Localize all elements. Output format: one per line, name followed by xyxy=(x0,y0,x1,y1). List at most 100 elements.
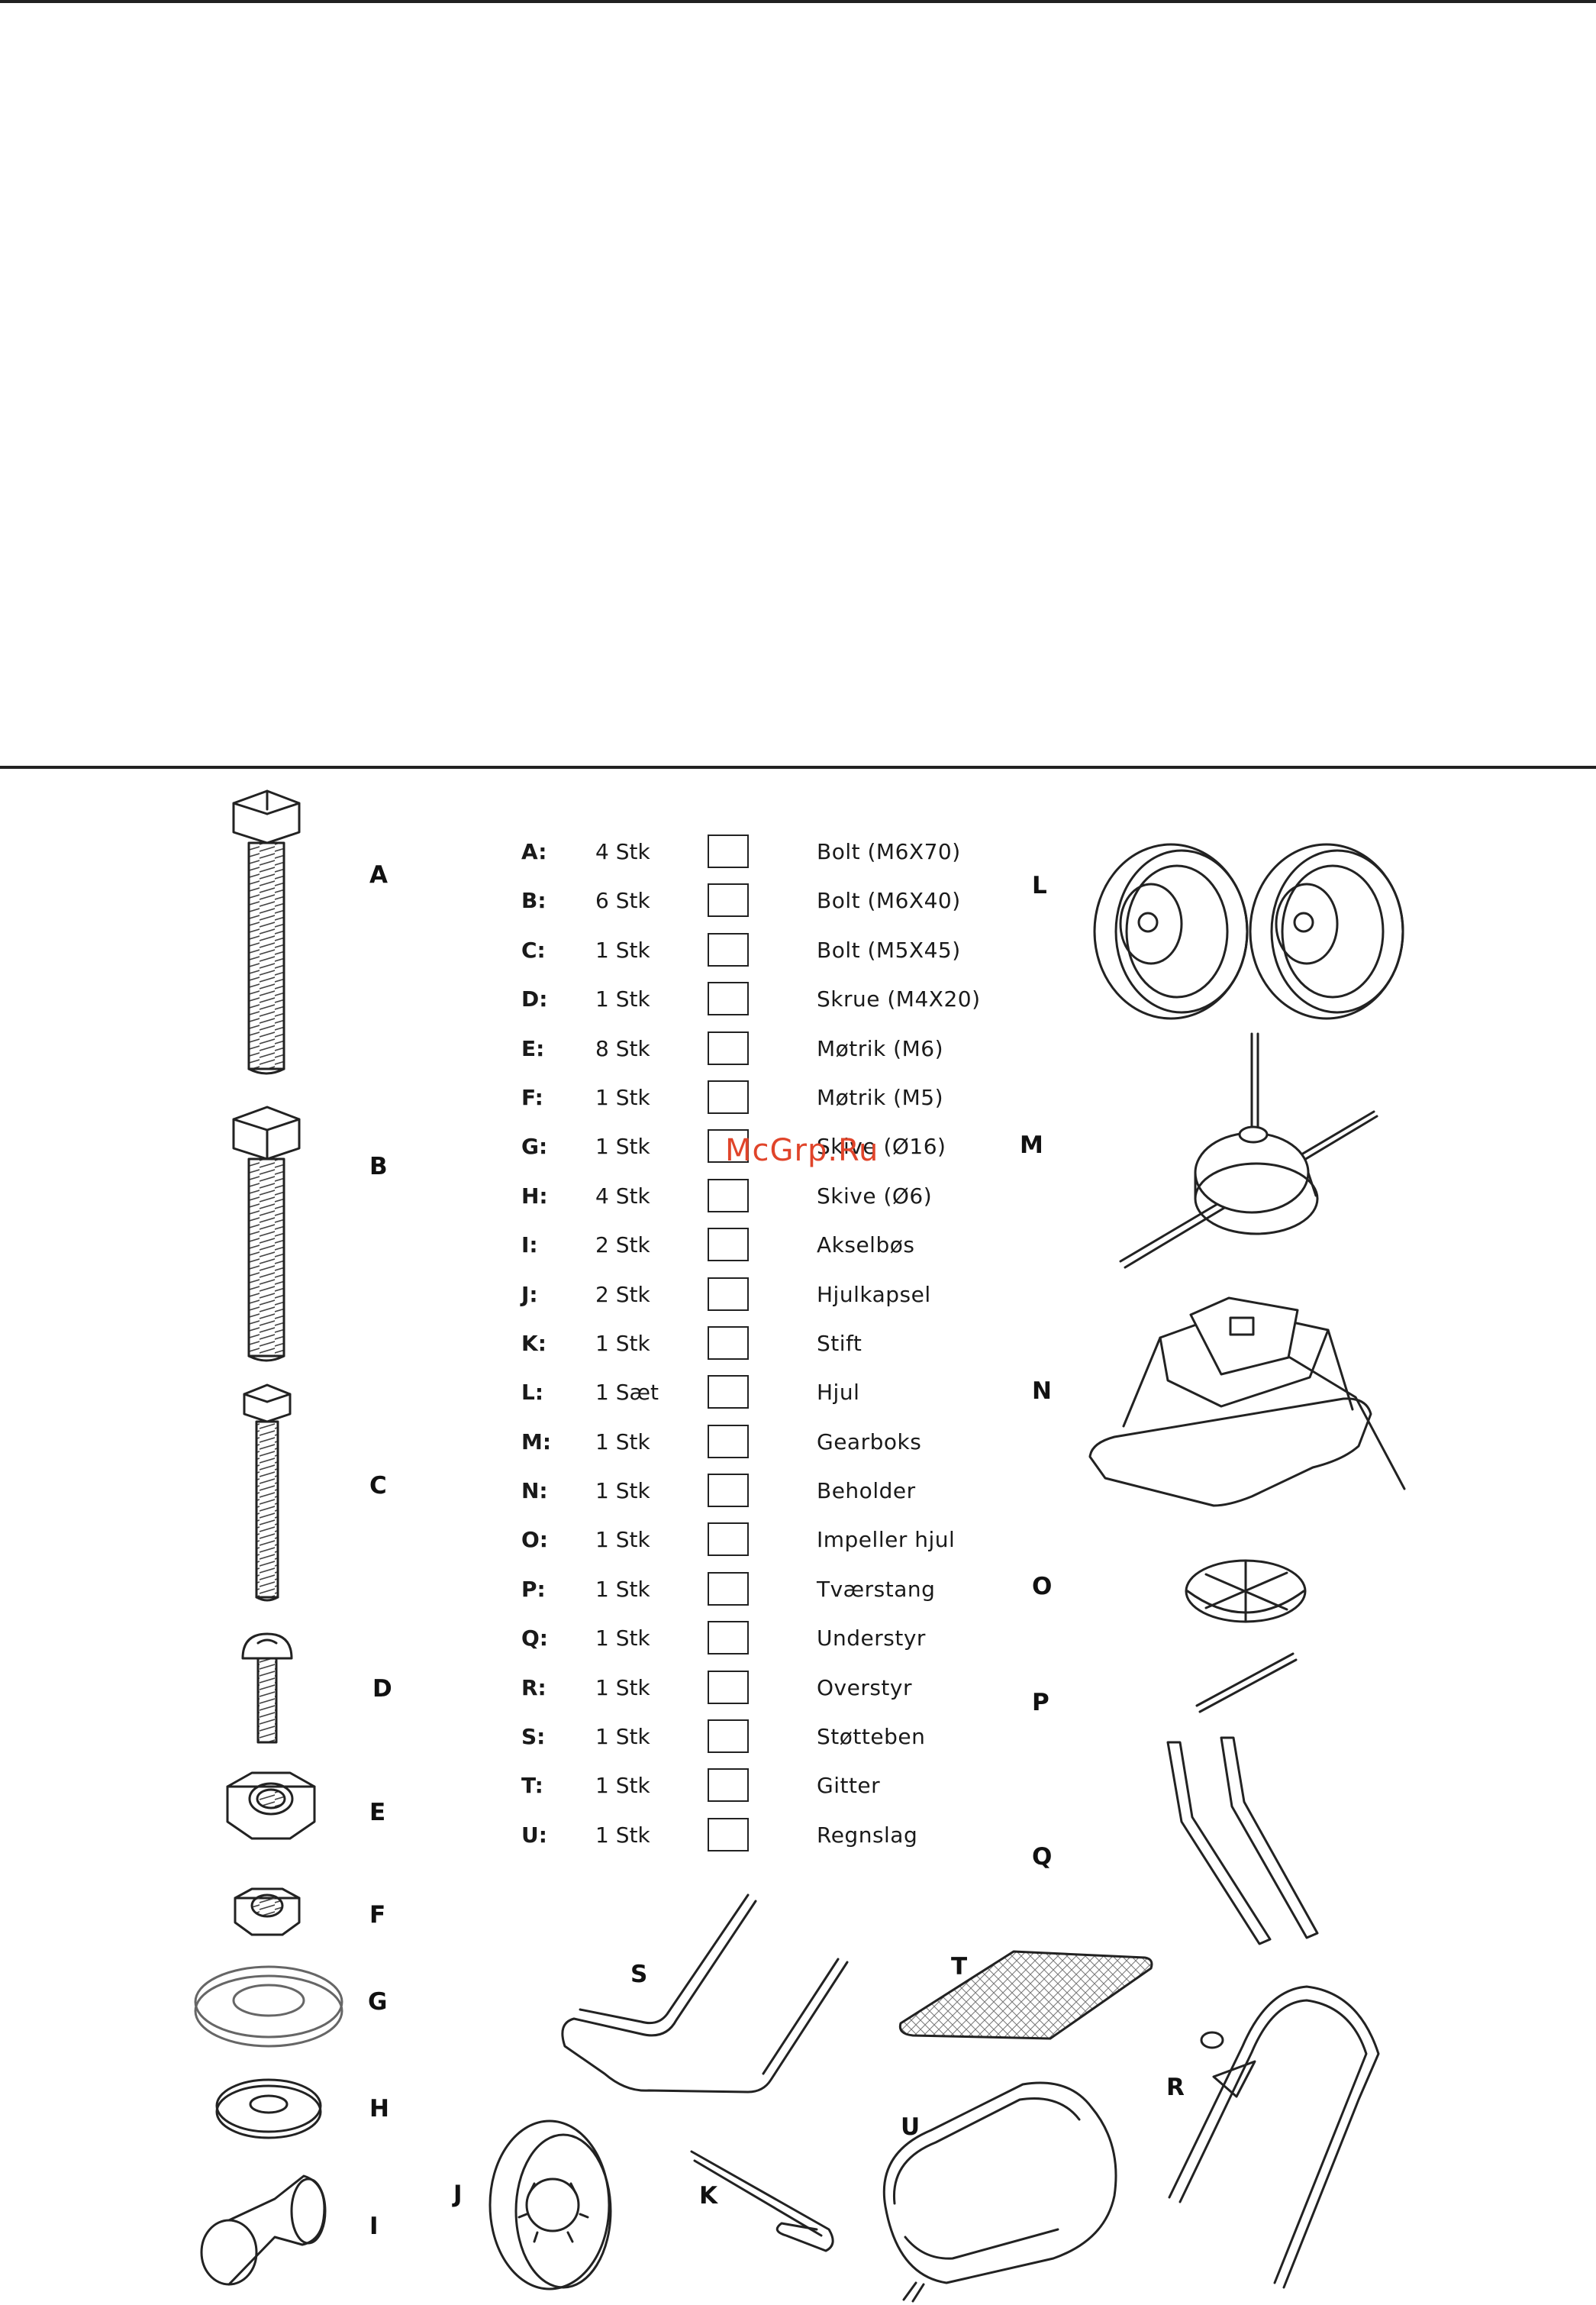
part-description: Gearboks xyxy=(817,1429,922,1454)
part-quantity: 2 Stk xyxy=(595,1232,650,1258)
figure-label-n: N xyxy=(1032,1377,1052,1405)
hubcap-j-illustration xyxy=(488,2119,612,2290)
top-rule xyxy=(0,0,1596,3)
part-checkbox[interactable] xyxy=(708,1474,749,1508)
part-checkbox[interactable] xyxy=(708,1719,749,1754)
part-quantity: 1 Stk xyxy=(595,1576,650,1602)
part-description: Støtteben xyxy=(817,1724,926,1750)
part-row: E: 8 Stk Møtrik (M6) xyxy=(521,1029,1056,1078)
part-code: C: xyxy=(521,937,546,963)
part-row: P: 1 Stk Tværstang xyxy=(521,1570,1056,1619)
part-description: Stift xyxy=(817,1330,862,1356)
figure-label-q: Q xyxy=(1032,1843,1053,1871)
part-quantity: 2 Stk xyxy=(595,1281,650,1307)
part-code: A: xyxy=(521,839,547,864)
part-checkbox[interactable] xyxy=(708,982,749,1016)
part-quantity: 1 Stk xyxy=(595,1429,650,1454)
part-description: Bolt (M5X45) xyxy=(817,937,961,963)
part-description: Hjul xyxy=(817,1380,860,1406)
part-code: K: xyxy=(521,1330,547,1356)
hopper-n-illustration xyxy=(1088,1296,1406,1507)
part-checkbox[interactable] xyxy=(708,1080,749,1114)
part-quantity: 1 Stk xyxy=(595,1084,650,1110)
part-code: N: xyxy=(521,1478,548,1504)
nut-f-illustration xyxy=(234,1887,301,1936)
part-checkbox[interactable] xyxy=(708,1277,749,1311)
figure-label-e: E xyxy=(369,1799,386,1826)
part-checkbox[interactable] xyxy=(708,1621,749,1655)
part-checkbox[interactable] xyxy=(708,1817,749,1851)
part-checkbox[interactable] xyxy=(708,1670,749,1704)
part-checkbox[interactable] xyxy=(708,883,749,918)
part-checkbox[interactable] xyxy=(708,1424,749,1458)
part-code: F: xyxy=(521,1084,543,1110)
part-checkbox[interactable] xyxy=(708,932,749,967)
part-checkbox[interactable] xyxy=(708,1325,749,1360)
part-code: E: xyxy=(521,1035,545,1061)
part-description: Skive (Ø6) xyxy=(817,1183,933,1209)
figure-label-k: K xyxy=(699,2182,718,2210)
part-description: Bolt (M6X70) xyxy=(817,839,961,864)
part-code: L: xyxy=(521,1380,544,1406)
gearbox-m-illustration xyxy=(1119,1032,1378,1269)
figure-label-d: D xyxy=(372,1675,392,1703)
part-code: U: xyxy=(521,1822,547,1848)
part-code: S: xyxy=(521,1724,546,1750)
support-leg-s-illustration xyxy=(561,1893,849,2094)
figure-label-t: T xyxy=(951,1953,968,1981)
bolt-b-illustration xyxy=(232,1106,301,1362)
figure-label-l: L xyxy=(1032,872,1047,899)
part-quantity: 6 Stk xyxy=(595,888,650,914)
part-description: Overstyr xyxy=(817,1674,912,1700)
figure-label-s: S xyxy=(630,1961,648,1988)
figure-label-o: O xyxy=(1032,1573,1053,1600)
bushing-i-illustration xyxy=(200,2174,327,2286)
part-code: H: xyxy=(521,1183,548,1209)
part-checkbox[interactable] xyxy=(708,1571,749,1606)
lower-handle-q-illustration xyxy=(1166,1736,1319,1945)
figure-label-f: F xyxy=(369,1901,386,1929)
figure-label-j: J xyxy=(453,2181,463,2208)
figure-label-u: U xyxy=(901,2113,921,2141)
part-checkbox[interactable] xyxy=(708,835,749,868)
part-quantity: 1 Stk xyxy=(595,1625,650,1651)
part-checkbox[interactable] xyxy=(708,1375,749,1409)
part-quantity: 1 Stk xyxy=(595,1822,650,1848)
part-checkbox[interactable] xyxy=(708,1129,749,1164)
part-description: Impeller hjul xyxy=(817,1527,956,1553)
part-code: I: xyxy=(521,1232,538,1258)
part-description: Møtrik (M6) xyxy=(817,1035,943,1061)
part-code: M: xyxy=(521,1429,552,1454)
part-checkbox[interactable] xyxy=(708,1768,749,1803)
part-quantity: 1 Stk xyxy=(595,1724,650,1750)
part-description: Regnslag xyxy=(817,1822,918,1848)
watermark: McGrp.Ru xyxy=(725,1133,879,1168)
part-description: Tværstang xyxy=(817,1576,936,1602)
part-quantity: 1 Stk xyxy=(595,1773,650,1799)
part-quantity: 8 Stk xyxy=(595,1035,650,1061)
part-code: R: xyxy=(521,1674,547,1700)
part-code: P: xyxy=(521,1576,546,1602)
part-row: M: 1 Stk Gearboks xyxy=(521,1422,1056,1471)
part-checkbox[interactable] xyxy=(708,1522,749,1557)
figure-label-a: A xyxy=(369,861,388,889)
part-checkbox[interactable] xyxy=(708,1228,749,1262)
part-checkbox[interactable] xyxy=(708,1031,749,1065)
part-description: Møtrik (M5) xyxy=(817,1084,943,1110)
part-description: Understyr xyxy=(817,1625,926,1651)
part-checkbox[interactable] xyxy=(708,1178,749,1212)
part-row: F: 1 Stk Møtrik (M5) xyxy=(521,1078,1056,1127)
section-divider xyxy=(0,766,1596,769)
upper-handle-r-illustration xyxy=(1168,1985,1380,2289)
